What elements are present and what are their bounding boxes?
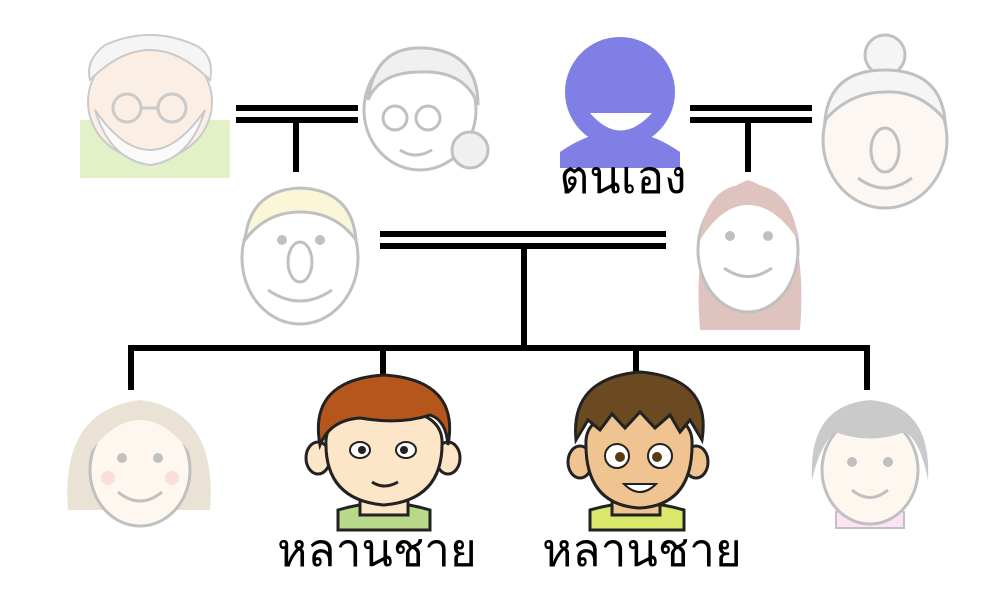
mother-figure (696, 180, 802, 330)
self-label: ตนเอง (559, 150, 686, 204)
grandfather-left-figure (80, 34, 230, 178)
grandmother-right-figure (821, 33, 949, 210)
grandson-right-figure (566, 370, 710, 532)
grandson-right-label: หลานชาย (542, 523, 742, 577)
self-figure (560, 37, 680, 168)
father-figure (240, 186, 360, 326)
grandmother-left-figure (362, 46, 490, 172)
granddaughter-right-figure (811, 400, 929, 529)
connector-lines (128, 105, 870, 390)
grandson-left-figure (304, 373, 462, 532)
grandson-left-label: หลานชาย (277, 523, 477, 577)
granddaughter-left-figure (67, 400, 211, 528)
